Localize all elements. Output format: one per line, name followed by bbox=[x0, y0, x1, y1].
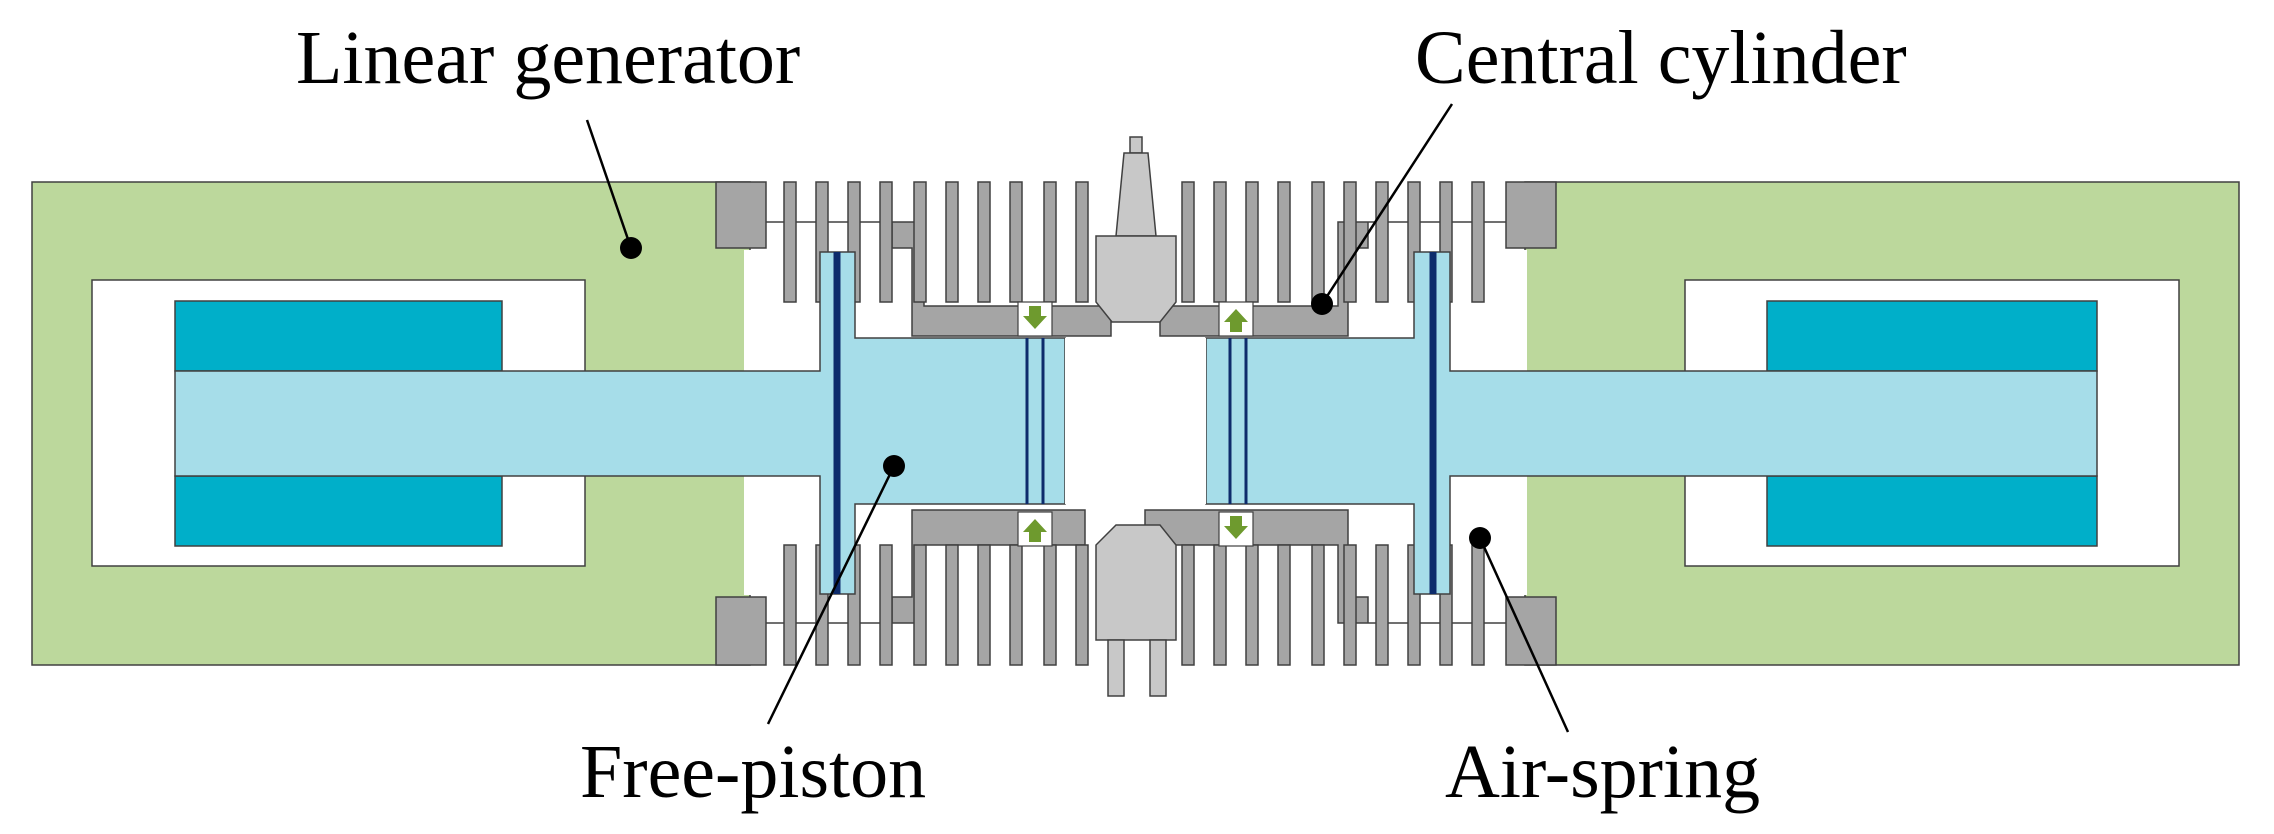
cooling-fin bbox=[977, 544, 991, 666]
label-free-piston: Free-piston bbox=[580, 730, 926, 814]
cooling-fin bbox=[1471, 544, 1485, 666]
leader-lines bbox=[585, 103, 1570, 733]
cooling-fin bbox=[1343, 181, 1357, 303]
cooling-fin bbox=[783, 544, 797, 666]
label-central-cylinder: Central cylinder bbox=[1415, 16, 1907, 100]
cooling-fin bbox=[1075, 544, 1089, 666]
right-upper-magnet bbox=[1766, 300, 2098, 372]
cooling-fin bbox=[1343, 544, 1357, 666]
central-cylinder-dot bbox=[1311, 293, 1333, 315]
cooling-fin bbox=[1375, 544, 1389, 666]
cooling-fin bbox=[913, 544, 927, 666]
free-piston-dot bbox=[883, 455, 905, 477]
cooling-fin bbox=[1311, 544, 1325, 666]
cooling-fin bbox=[1213, 181, 1227, 303]
cooling-fin bbox=[1181, 181, 1195, 303]
top-right-flange bbox=[1159, 181, 1557, 337]
cooling-fin bbox=[1471, 181, 1485, 303]
label-linear-generator: Linear generator bbox=[296, 16, 800, 100]
label-air-spring: Air-spring bbox=[1445, 730, 1760, 814]
top-cooling-fins bbox=[783, 181, 1485, 303]
arrow-up-icon bbox=[1224, 309, 1248, 332]
cooling-fin bbox=[1311, 181, 1325, 303]
cooling-fin bbox=[1043, 544, 1057, 666]
bottom-right-flange bbox=[1144, 509, 1557, 666]
cooling-fin bbox=[1181, 544, 1195, 666]
air-spring-dot bbox=[1469, 527, 1491, 549]
cooling-fin bbox=[1277, 544, 1291, 666]
top-spark-plug bbox=[1095, 136, 1177, 323]
left-lower-magnet bbox=[174, 475, 503, 547]
cooling-fin bbox=[945, 181, 959, 303]
leader-dots bbox=[620, 237, 1491, 549]
cooling-fin bbox=[1277, 181, 1291, 303]
arrow-down-icon bbox=[1224, 516, 1248, 539]
cooling-fin bbox=[1213, 544, 1227, 666]
cooling-fin bbox=[879, 544, 893, 666]
cooling-fin bbox=[1245, 544, 1259, 666]
cooling-fin bbox=[913, 181, 927, 303]
right-lower-magnet bbox=[1766, 475, 2098, 547]
combustion-chamber bbox=[1065, 338, 1206, 504]
cooling-fin bbox=[783, 181, 797, 303]
cooling-fin bbox=[1043, 181, 1057, 303]
cooling-fin bbox=[1375, 181, 1389, 303]
valve-ports bbox=[1017, 301, 1254, 547]
left-upper-magnet bbox=[174, 300, 503, 372]
arrow-down-icon bbox=[1023, 306, 1047, 329]
bottom-spark-plug bbox=[1095, 524, 1177, 697]
cooling-fin bbox=[1245, 181, 1259, 303]
linear-generator-dot bbox=[620, 237, 642, 259]
cooling-fin bbox=[945, 544, 959, 666]
cooling-fin bbox=[977, 181, 991, 303]
piston-rings bbox=[833, 252, 1437, 594]
cooling-fin bbox=[1009, 544, 1023, 666]
cooling-fin bbox=[879, 181, 893, 303]
cooling-fin bbox=[1075, 181, 1089, 303]
arrow-up-icon bbox=[1023, 519, 1047, 542]
cooling-fin bbox=[1009, 181, 1023, 303]
